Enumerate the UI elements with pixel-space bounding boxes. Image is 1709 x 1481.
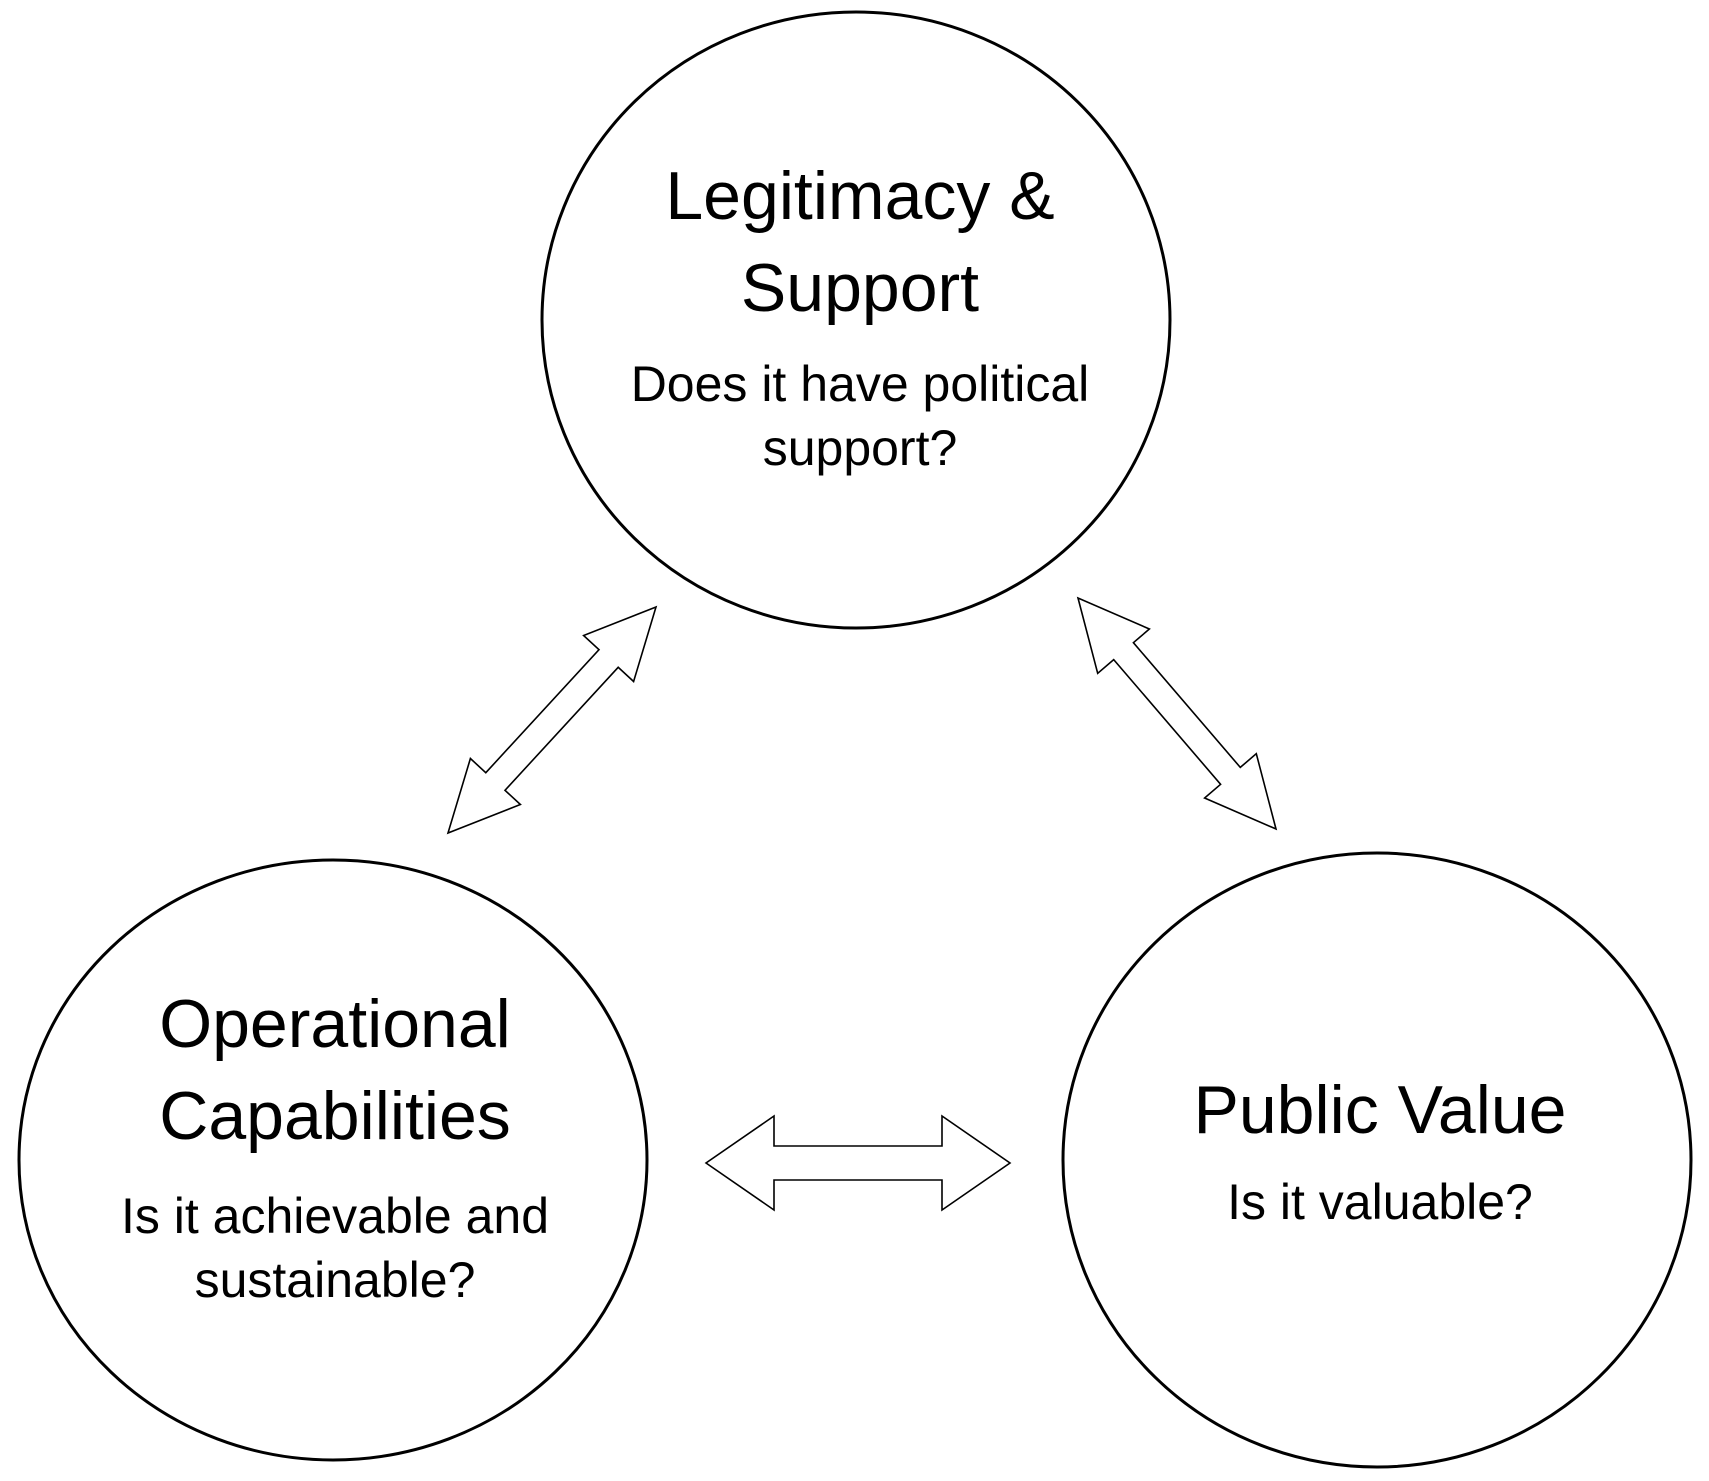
legitimacy-question-line-2: support?: [762, 420, 958, 476]
public-value-circle: [1061, 851, 1693, 1469]
operational-title-line-2: Capabilities: [159, 1078, 511, 1154]
public-value-title: Public Value: [1193, 1072, 1567, 1148]
legitimacy-support-circle: [540, 10, 1172, 630]
operational-capabilities-node: Operational Capabilities Is it achievabl…: [70, 978, 600, 1312]
legitimacy-support-node: Legitimacy & Support Does it have politi…: [560, 150, 1160, 480]
operational-title-line-1: Operational: [159, 986, 511, 1062]
double-arrow-legitimacy-public-value: [1076, 596, 1278, 831]
operational-question-line-1: Is it achievable and: [120, 1188, 550, 1244]
operational-question-line-2: sustainable?: [194, 1252, 476, 1308]
operational-capabilities-circle: [17, 858, 649, 1462]
legitimacy-title-line-2: Support: [740, 250, 980, 326]
legitimacy-question-line-1: Does it have political: [630, 356, 1090, 412]
double-arrow-operational-public-value: [704, 1114, 1012, 1212]
legitimacy-title-line-1: Legitimacy &: [665, 158, 1055, 234]
double-arrow-legitimacy-operational: [446, 605, 658, 835]
public-value-question: Is it valuable?: [1227, 1174, 1533, 1230]
public-value-node: Public Value Is it valuable?: [1080, 1064, 1680, 1234]
